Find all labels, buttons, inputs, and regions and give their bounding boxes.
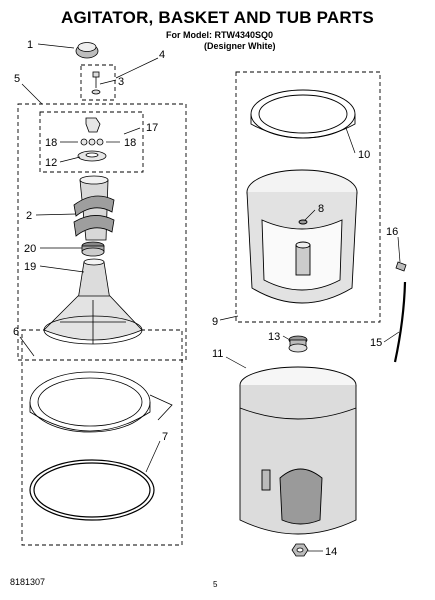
bolt-washer-part: [91, 71, 101, 95]
agitator-auger-part: [73, 175, 115, 241]
callout-11: 11: [212, 348, 223, 360]
agitator-cap-part: [75, 42, 99, 59]
group-box-cap-bolt: [80, 64, 116, 101]
callout-10: 10: [358, 149, 370, 161]
page-number: 5: [213, 580, 218, 589]
tub-nut-part: [291, 543, 309, 557]
callout-1: 1: [27, 39, 33, 51]
callout-2: 2: [26, 210, 32, 222]
cam-kit-parts: [77, 117, 107, 162]
agitator-base-part: [43, 258, 143, 345]
callout-15: 15: [370, 337, 382, 349]
callout-6: 6: [13, 326, 19, 338]
callout-14: 14: [325, 546, 337, 558]
variant-label: (Designer White): [204, 41, 276, 51]
callout-16: 16: [386, 226, 398, 238]
callout-5: 5: [14, 73, 20, 85]
document-number: 8181307: [10, 577, 46, 587]
callout-18-right: 18: [124, 137, 136, 149]
callout-3: 3: [118, 76, 124, 88]
group-box-basket: [235, 71, 381, 323]
group-box-agitator: [17, 103, 187, 361]
group-box-balance-ring: [21, 329, 183, 546]
wash-basket-part: [246, 169, 358, 304]
basket-ring-part: [250, 89, 356, 139]
callout-19: 19: [24, 261, 36, 273]
model-label: For Model: RTW4340SQ0: [166, 30, 274, 40]
outer-tub-part: [239, 366, 357, 535]
group-box-cam-kit: [39, 111, 144, 173]
callout-4: 4: [159, 49, 165, 61]
callout-18-left: 18: [45, 137, 57, 149]
callout-17: 17: [146, 122, 158, 134]
callout-7: 7: [162, 431, 168, 443]
callout-9: 9: [212, 316, 218, 328]
callout-13: 13: [268, 331, 280, 343]
seal-ring-part: [29, 459, 155, 521]
page-title: AGITATOR, BASKET AND TUB PARTS: [61, 8, 374, 27]
balance-ring-part: [29, 371, 173, 433]
drive-bearing-part: [81, 241, 105, 257]
tub-bushing-part: [288, 335, 308, 353]
callout-8: 8: [318, 203, 324, 215]
callout-12: 12: [45, 157, 57, 169]
leader-lines: [19, 43, 401, 552]
drain-hose-part: [393, 261, 407, 363]
callout-20: 20: [24, 243, 36, 255]
